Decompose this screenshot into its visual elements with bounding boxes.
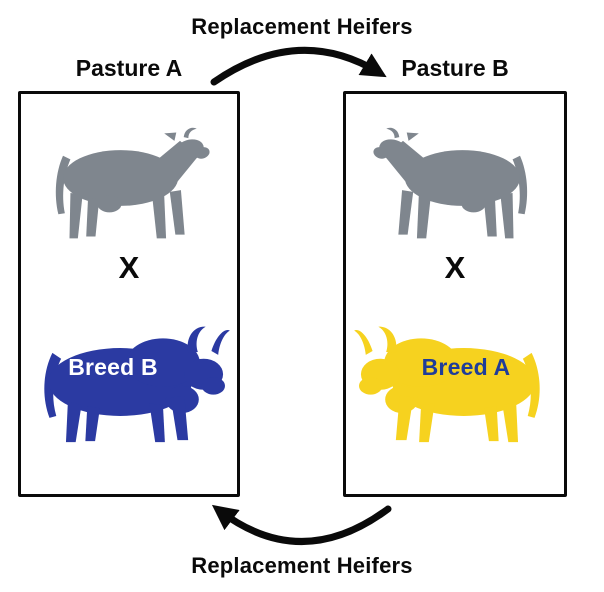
top-flow-label: Replacement Heifers (191, 14, 413, 39)
cross-symbol: X (118, 250, 140, 285)
bull-breed-a-icon (354, 326, 540, 443)
bottom-arrow-curve (211, 504, 392, 545)
bull-breed-b-label: Breed B (68, 354, 158, 380)
cross-symbol: X (444, 250, 466, 285)
top-arrow-curve (210, 46, 387, 86)
top-replacement-arrow-icon (210, 46, 387, 86)
cow-icon (371, 127, 528, 239)
bull-breed-a-label: Breed A (421, 354, 511, 380)
pasture-b-title: Pasture B (401, 55, 509, 81)
bottom-flow-label: Replacement Heifers (191, 553, 413, 578)
pasture-a-box: X Breed B (18, 91, 240, 497)
bull-breed-b-icon (44, 326, 230, 443)
pasture-b-box: X Breed A (343, 91, 567, 497)
bottom-replacement-arrow-icon (211, 504, 392, 545)
pasture-a-title: Pasture A (75, 55, 183, 81)
cow-icon (55, 127, 212, 239)
